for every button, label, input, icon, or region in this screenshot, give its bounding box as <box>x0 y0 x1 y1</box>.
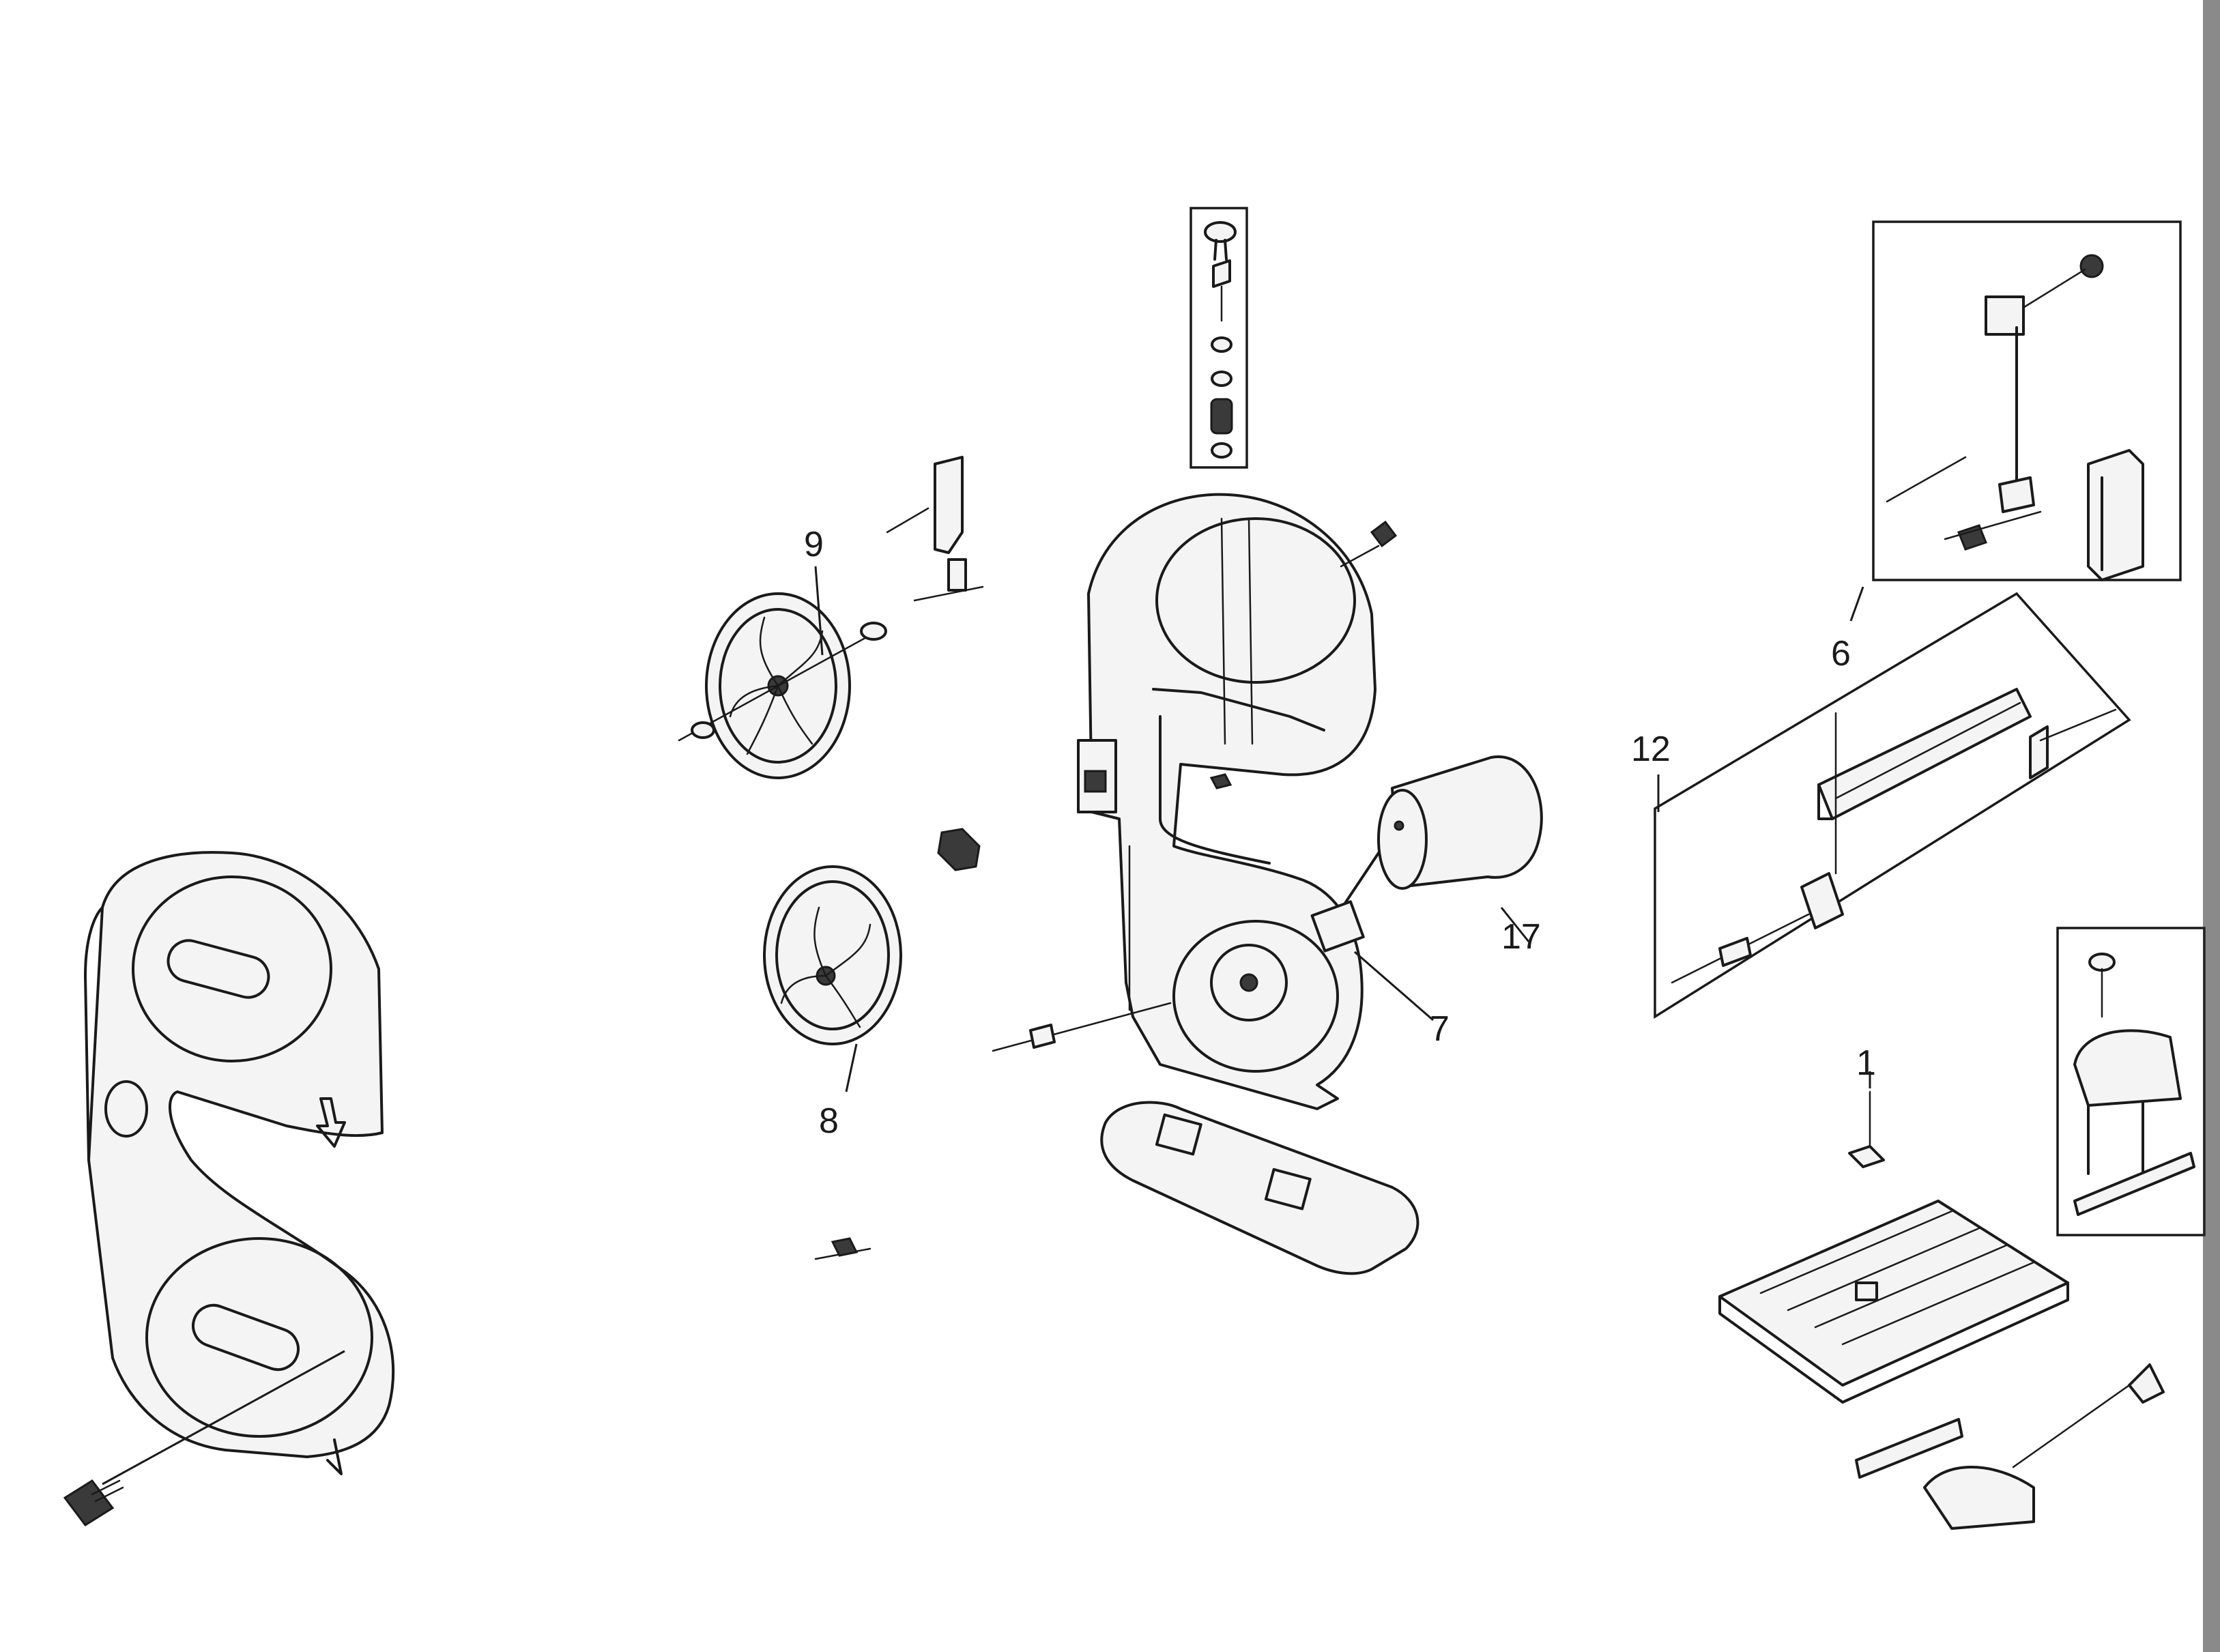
work-table <box>1718 1090 2165 1530</box>
upper-blade-guide-assembly <box>1872 220 2182 581</box>
fastener <box>814 1237 871 1260</box>
page-edge <box>2203 0 2220 1652</box>
upper-wheel <box>678 456 984 779</box>
callout-7: 7 <box>1430 1009 1450 1049</box>
lower-wheel <box>763 865 902 1045</box>
wheel-cover-door <box>63 851 395 1527</box>
blade-guide-post-assembly <box>1190 207 1248 469</box>
callout-17: 17 <box>1501 917 1541 957</box>
base-plate <box>1100 1101 1419 1275</box>
callout-1: 1 <box>1856 1043 1876 1083</box>
frame-fastener <box>992 1002 1172 1052</box>
rip-fence-assembly <box>1654 592 2131 1019</box>
main-frame <box>1077 493 1398 1110</box>
bearing-block <box>937 828 981 871</box>
callout-6: 6 <box>1831 634 1851 673</box>
callout-8: 8 <box>819 1101 839 1141</box>
callout-12: 12 <box>1631 729 1671 769</box>
miter-gauge-assembly <box>2056 927 2206 1236</box>
callout-9: 9 <box>804 525 824 564</box>
callout-leaders <box>814 566 1871 1092</box>
nut <box>1209 773 1232 789</box>
motor <box>1310 755 1543 953</box>
